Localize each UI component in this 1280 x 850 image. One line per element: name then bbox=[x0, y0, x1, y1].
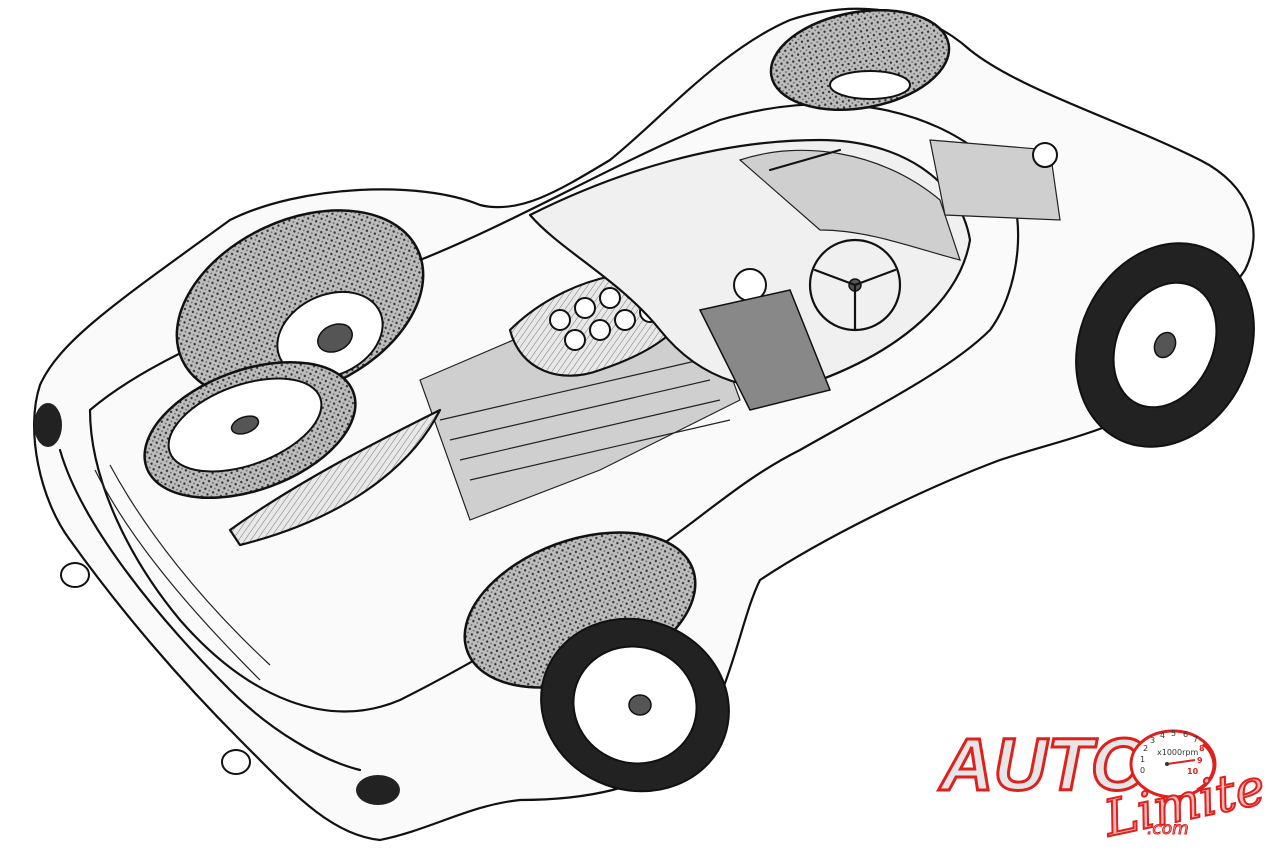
front-grille bbox=[94, 464, 271, 681]
rear-view-mirror bbox=[768, 148, 842, 172]
gauge-unit: x1000rpm bbox=[1157, 748, 1198, 757]
steering-wheel bbox=[808, 238, 902, 332]
autolimite-logo: AUTO x1000rpm 0 1 2 3 4 5 6 7 8 9 10 Lim… bbox=[937, 722, 1271, 847]
front-right-wheel bbox=[769, 8, 951, 112]
tow-hook-left bbox=[60, 562, 90, 588]
gauge-number: 9 bbox=[1197, 756, 1203, 765]
front-left-wheel bbox=[175, 209, 425, 401]
filler-cap bbox=[1032, 142, 1058, 168]
rear-right-wheel bbox=[1075, 242, 1255, 448]
rear-deck bbox=[228, 408, 442, 547]
dashboard bbox=[738, 149, 961, 261]
chassis-frame bbox=[88, 102, 1020, 713]
logo-word-auto: AUTO bbox=[938, 723, 1148, 806]
gauge-number: 6 bbox=[1183, 730, 1188, 739]
gauge-number: 10 bbox=[1187, 767, 1199, 776]
rear-left-wheel bbox=[463, 531, 730, 793]
tachometer-icon: x1000rpm 0 1 2 3 4 5 6 7 8 9 10 bbox=[1129, 729, 1217, 799]
logo-domain: .com bbox=[1147, 819, 1189, 839]
spare-wheel bbox=[143, 360, 357, 500]
gauge-number: 8 bbox=[1199, 744, 1205, 753]
gauge-number: 2 bbox=[1143, 744, 1148, 753]
gauge-number: 1 bbox=[1140, 755, 1145, 764]
fuel-tank bbox=[929, 139, 1061, 221]
gauge-number: 5 bbox=[1171, 729, 1176, 738]
gauge-number: 4 bbox=[1160, 731, 1165, 740]
gauge-number: 7 bbox=[1193, 735, 1198, 744]
gauge-number: 3 bbox=[1150, 736, 1155, 745]
seat bbox=[698, 289, 832, 411]
front-lamp-right bbox=[356, 775, 400, 805]
tow-hook-right bbox=[221, 749, 251, 775]
front-lamp-left bbox=[34, 403, 62, 447]
gauge-number: 0 bbox=[1140, 766, 1145, 775]
front-bumper bbox=[58, 448, 362, 772]
